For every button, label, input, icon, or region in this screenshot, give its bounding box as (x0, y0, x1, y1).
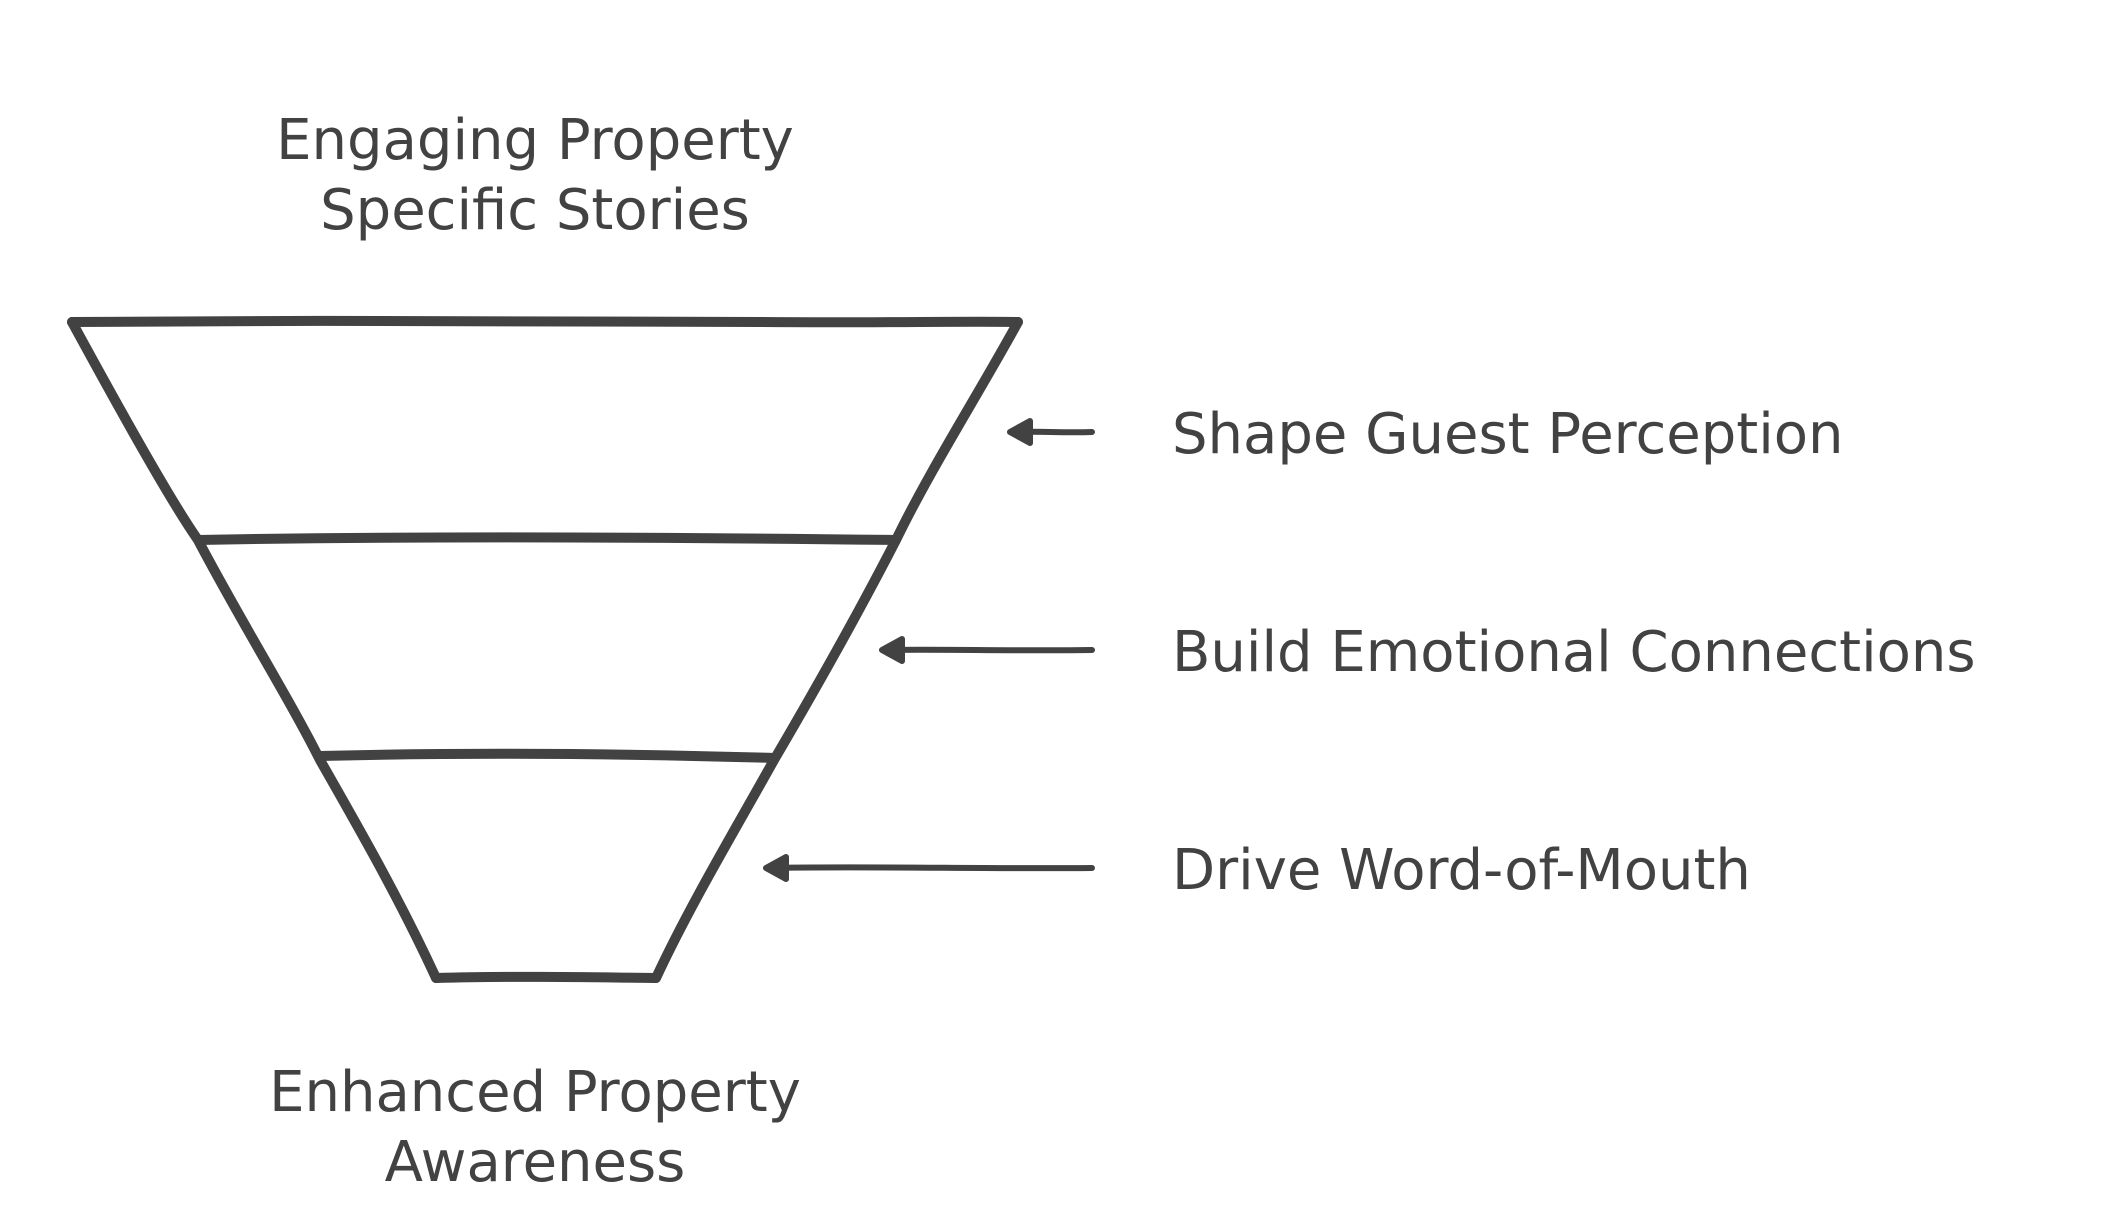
stage-label-drive-word-of-mouth: Drive Word-of-Mouth (1172, 838, 1751, 903)
funnel-output-label-line-2: Awareness (384, 1130, 686, 1195)
funnel-divider-1 (193, 532, 901, 545)
funnel-output-label: Enhanced Property Awareness (135, 1058, 935, 1198)
funnel-right-edge (651, 317, 1023, 983)
arrow-drive-word-of-mouth (763, 854, 1095, 882)
funnel-input-label: Engaging Property Specific Stories (135, 106, 935, 246)
funnel-bottom-edge (431, 971, 661, 983)
funnel-input-label-line-1: Engaging Property (276, 108, 794, 173)
arrow-shape-guest-perception (1007, 418, 1095, 446)
arrow-build-emotional-connections (879, 636, 1095, 664)
funnel-top-edge (67, 315, 1023, 328)
funnel-input-label-line-2: Specific Stories (320, 178, 750, 243)
stage-label-shape-guest-perception: Shape Guest Perception (1172, 402, 1844, 467)
funnel-output-label-line-1: Enhanced Property (269, 1060, 801, 1125)
funnel-left-edge (67, 317, 441, 983)
stage-label-build-emotional-connections: Build Emotional Connections (1172, 620, 1976, 685)
funnel-divider-2 (315, 748, 779, 763)
